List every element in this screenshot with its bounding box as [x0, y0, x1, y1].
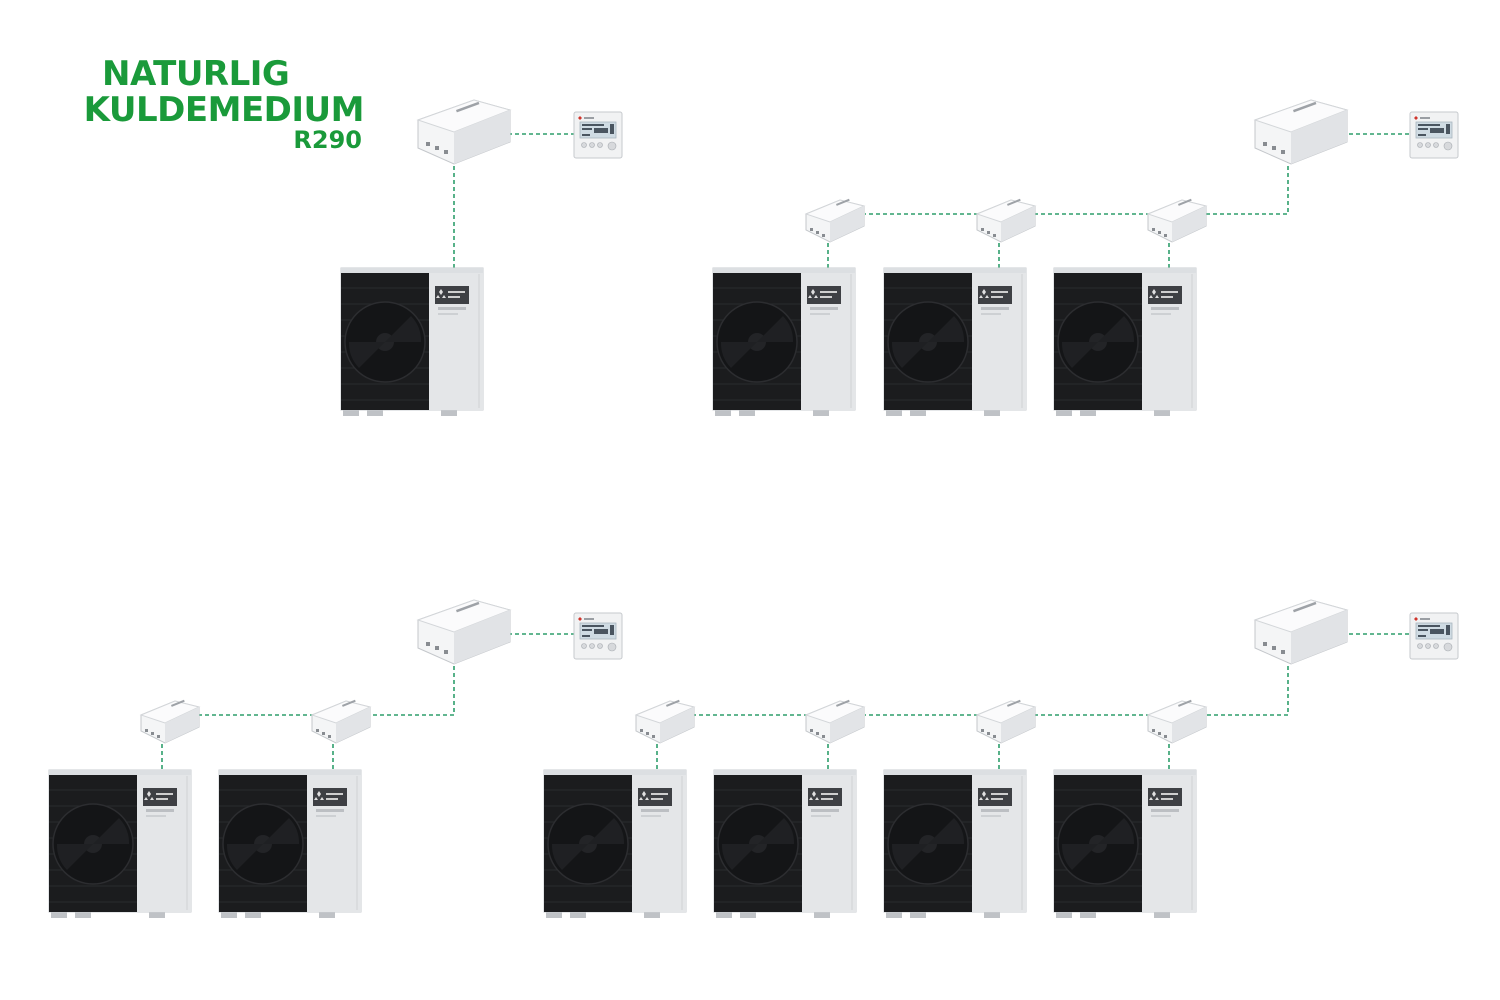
- main-controller-icon: [1254, 599, 1348, 665]
- r290-logo: NATURLIG KULDEMEDIUM R290: [40, 56, 380, 152]
- control-box-icon: [1147, 198, 1207, 243]
- heat-pump-outdoor-unit-icon: [1053, 267, 1197, 417]
- logo-line-kuldemedium: KULDEMEDIUM: [83, 90, 365, 130]
- config-four-units: [543, 599, 1459, 919]
- main-controller-icon: [1254, 99, 1348, 165]
- heat-pump-outdoor-unit-icon: [883, 769, 1027, 919]
- control-box-icon: [1147, 699, 1207, 744]
- main-controller-icon: [417, 599, 511, 665]
- link-lines: [453, 133, 574, 268]
- heat-pump-outdoor-unit-icon: [48, 769, 192, 919]
- config-single-unit: [340, 99, 623, 417]
- logo-line-r290: R290: [293, 126, 362, 154]
- heat-pump-outdoor-unit-icon: [218, 769, 362, 919]
- config-three-units: [712, 99, 1459, 417]
- heat-pump-outdoor-unit-icon: [712, 267, 856, 417]
- control-box-icon: [635, 699, 695, 744]
- heat-pump-outdoor-unit-icon: [340, 267, 484, 417]
- heat-pump-outdoor-unit-icon: [1053, 769, 1197, 919]
- heat-pump-outdoor-unit-icon: [883, 267, 1027, 417]
- control-box-icon: [140, 699, 200, 744]
- control-box-icon: [976, 699, 1036, 744]
- logo-line-naturlig: NATURLIG: [102, 54, 290, 94]
- control-box-icon: [311, 699, 371, 744]
- heat-pump-outdoor-unit-icon: [713, 769, 857, 919]
- link-lines: [656, 633, 1410, 770]
- main-controller-icon: [417, 99, 511, 165]
- remote-controller-icon: [1409, 111, 1459, 159]
- control-box-icon: [805, 198, 865, 243]
- remote-controller-icon: [1409, 612, 1459, 660]
- heat-pump-outdoor-unit-icon: [543, 769, 687, 919]
- link-lines: [161, 633, 574, 770]
- remote-controller-icon: [573, 612, 623, 660]
- control-box-icon: [976, 198, 1036, 243]
- remote-controller-icon: [573, 111, 623, 159]
- control-box-icon: [805, 699, 865, 744]
- config-two-units: [48, 599, 623, 919]
- link-lines: [827, 133, 1410, 268]
